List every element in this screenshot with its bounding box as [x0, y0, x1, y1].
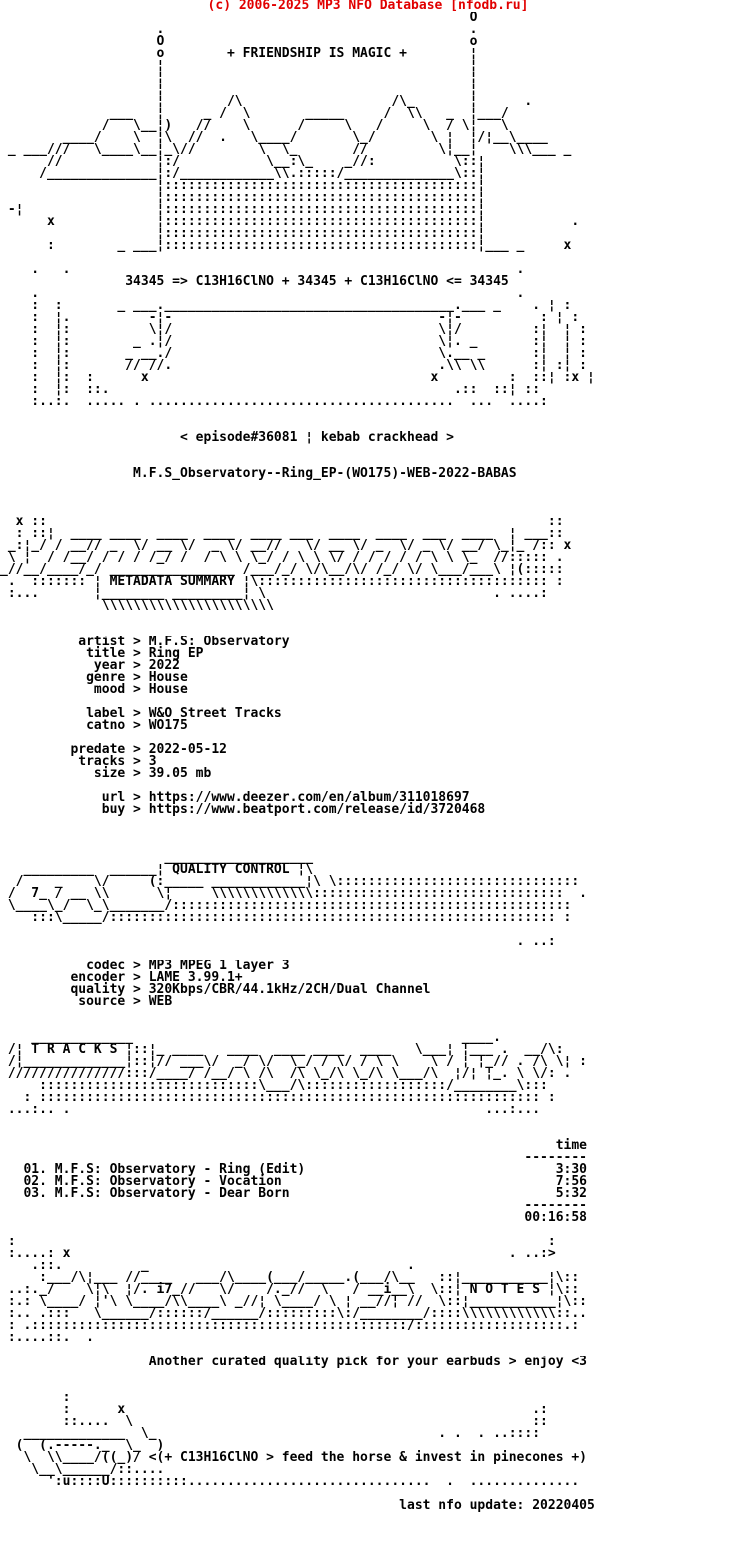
footer-horse-art-tagline: : : x .: ::.... \ :: _____________ \_ — [15, 1390, 587, 1488]
metadata-summary-logo-art: x :: :: : ::¦ ____ ____ ____ ____ ____ _… — [0, 514, 572, 613]
notes-logo-art: : : :....: x . ..:> .::. _ . — [7, 1236, 587, 1345]
nfodb-copyright-banner: (c) 2006-2025 MP3 NFO Database [nfodb.ru… — [207, 0, 529, 13]
notes-text-line: Another curated quality pick for your ea… — [148, 1356, 587, 1369]
release-episode-and-dirname: < episode#36081 ¦ kebab crackhead > M.F.… — [133, 430, 517, 481]
last-nfo-update-line: last nfo update: 20220405 — [399, 1498, 595, 1513]
metadata-fields-block: artist > M.F.S: Observatory title > Ring… — [70, 636, 486, 816]
track-list-table: time -------- 01. M.F.S: Observatory - R… — [23, 1138, 587, 1225]
tracks-logo-art: _____________ ____. /¦ T R A C K S ¦::¦_… — [7, 1030, 587, 1117]
ascii-pony-scene-banner: O . . O o o + FRIENDSHIP IS MAGIC + ¦ — [7, 12, 595, 408]
quality-fields-block: codec > MP3 MPEG 1 layer 3 encoder > LAM… — [70, 960, 431, 1009]
quality-control-logo-art: ___________________ _________ ______¦ QU… — [7, 850, 587, 949]
